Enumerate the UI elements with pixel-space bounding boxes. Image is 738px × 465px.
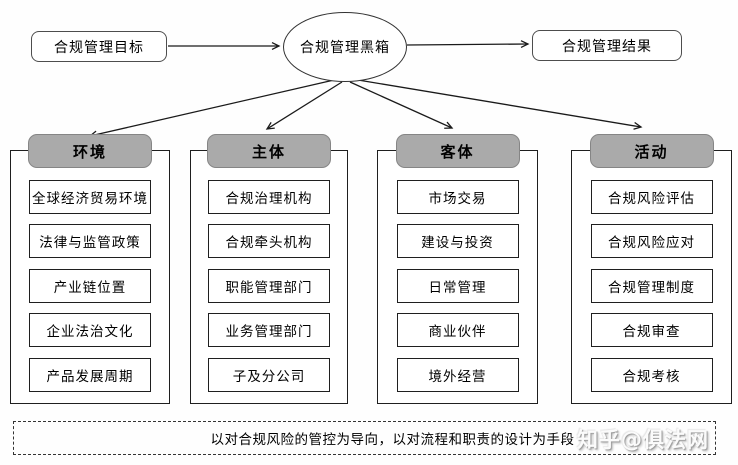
environment-item: 全球经济贸易环境	[29, 180, 151, 214]
object-item: 市场交易	[396, 180, 519, 214]
object-item: 建设与投资	[396, 224, 519, 258]
subject-item: 子及分公司	[208, 358, 330, 392]
activity-item: 合规风险应对	[590, 224, 713, 258]
activity-item: 合规考核	[590, 358, 713, 392]
result-label: 合规管理结果	[562, 38, 652, 55]
activity-item: 合规管理制度	[590, 269, 713, 303]
subject-item: 业务管理部门	[208, 313, 330, 347]
column-subject: 主体 合规治理机构 合规牵头机构 职能管理部门 业务管理部门 子及分公司	[190, 134, 348, 404]
environment-item: 产品发展周期	[29, 358, 151, 392]
environment-item: 法律与监管政策	[29, 224, 151, 258]
object-item: 境外经营	[396, 358, 519, 392]
goal-label: 合规管理目标	[54, 39, 144, 56]
arrow-blackbox-to-environment	[88, 79, 335, 139]
environment-item: 产业链位置	[29, 269, 151, 303]
result-box: 合规管理结果	[532, 30, 682, 61]
arrow-blackbox-to-object	[349, 81, 454, 129]
footer-slogan: 以对合规风险的管控为导向，以对流程和职责的设计为手段	[210, 432, 575, 448]
blackbox-label: 合规管理黑箱	[300, 40, 390, 56]
object-item: 日常管理	[396, 269, 519, 303]
column-object: 客体 市场交易 建设与投资 日常管理 商业伙伴 境外经营	[377, 134, 538, 404]
column-activity: 活动 合规风险评估 合规风险应对 合规管理制度 合规审查 合规考核	[571, 134, 732, 404]
subject-item: 合规治理机构	[208, 180, 330, 214]
column-environment: 环境 全球经济贸易环境 法律与监管政策 产业链位置 企业法治文化 产品发展周期	[10, 134, 170, 404]
zhihu-watermark: 知乎@俱法网	[577, 428, 709, 452]
goal-box: 合规管理目标	[31, 31, 167, 62]
arrow-blackbox-to-subject	[265, 81, 343, 130]
column-activity-header: 活动	[589, 134, 714, 168]
blackbox-ellipse: 合规管理黑箱	[283, 12, 407, 82]
object-item: 商业伙伴	[396, 313, 519, 347]
arrow-blackbox-to-activity	[357, 79, 643, 130]
subject-item: 合规牵头机构	[208, 224, 330, 258]
column-subject-header: 主体	[207, 134, 331, 168]
column-environment-header: 环境	[28, 134, 152, 168]
subject-item: 职能管理部门	[208, 269, 330, 303]
environment-item: 企业法治文化	[29, 313, 151, 347]
activity-item: 合规审查	[590, 313, 713, 347]
footer-dashed-box: 以对合规风险的管控为导向，以对流程和职责的设计为手段	[13, 421, 716, 455]
arrow-blackbox-to-result	[406, 40, 530, 49]
activity-item: 合规风险评估	[590, 180, 713, 214]
column-object-header: 客体	[395, 134, 520, 168]
